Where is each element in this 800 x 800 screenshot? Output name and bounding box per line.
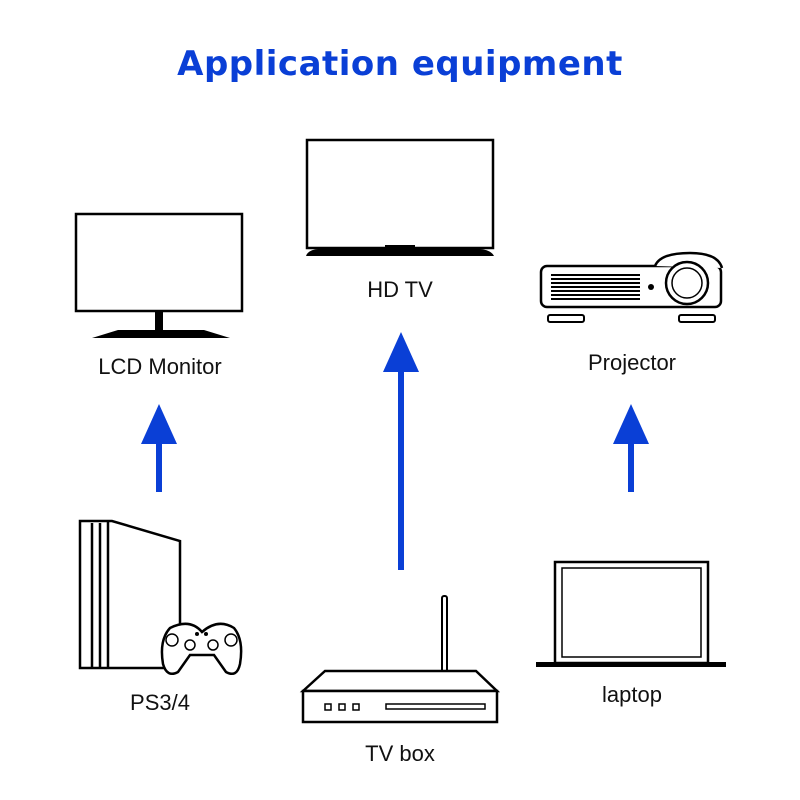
- label-lcd-monitor: LCD Monitor: [98, 354, 222, 379]
- label-tv-box: TV box: [365, 741, 435, 766]
- gamepad-icon: [160, 622, 243, 675]
- label-ps34: PS3/4: [130, 690, 190, 715]
- label-projector: Projector: [587, 350, 677, 375]
- tv-icon: [305, 138, 495, 256]
- monitor-icon: [74, 212, 244, 338]
- label-laptop: laptop: [602, 682, 662, 707]
- arrow-tvbox-to-tv: [383, 332, 419, 570]
- laptop-icon: [536, 560, 726, 667]
- console-icon: [78, 519, 182, 670]
- label-hd-tv: HD TV: [367, 277, 433, 302]
- projector-icon: [539, 251, 724, 323]
- page-title: Application equipment: [177, 44, 623, 84]
- arrow-laptop-to-projector: [613, 404, 649, 492]
- set-top-box-icon: [299, 595, 501, 724]
- arrow-ps-to-monitor: [141, 404, 177, 492]
